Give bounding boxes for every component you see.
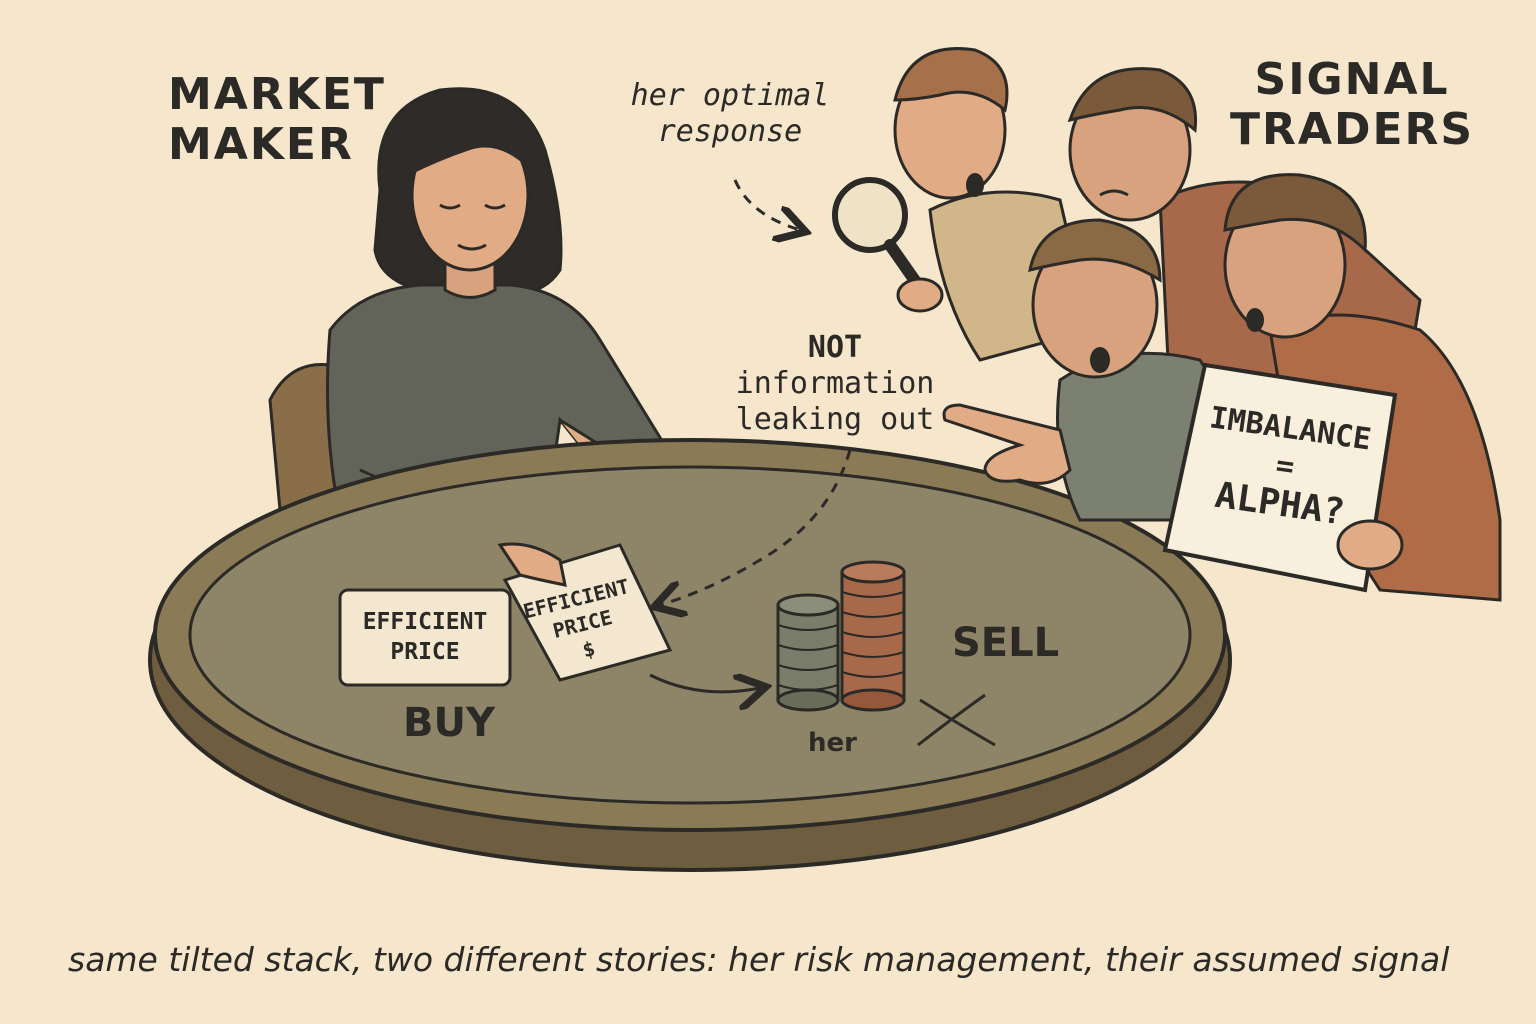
signal-traders-line2: TRADERS bbox=[1230, 104, 1475, 155]
cross-mark-icon bbox=[917, 693, 996, 747]
grey-chip-stack bbox=[776, 593, 840, 712]
optimal-line1: her optimal bbox=[630, 78, 830, 113]
round-table bbox=[148, 438, 1232, 872]
her-label: her bbox=[808, 728, 857, 758]
buy-label: BUY bbox=[403, 700, 495, 746]
magnifying-glass-icon bbox=[832, 177, 944, 313]
caption: same tilted stack, two different stories… bbox=[68, 940, 1450, 979]
optimal-response-note: her optimal response bbox=[615, 78, 845, 150]
market-maker-line2: MAKER bbox=[168, 119, 354, 170]
signal-traders-heading: SIGNAL TRADERS bbox=[1230, 55, 1474, 155]
flat-card-text: EFFICIENT PRICE bbox=[345, 607, 505, 667]
optimal-line2: response bbox=[657, 114, 803, 149]
signal-traders-line1: SIGNAL bbox=[1254, 54, 1450, 105]
not-info-line3: leaking out bbox=[735, 402, 935, 437]
flat-price-card bbox=[338, 588, 512, 687]
not-information-note: NOT information leaking out bbox=[715, 330, 955, 438]
not-info-line1: NOT bbox=[807, 330, 863, 365]
flat-card-line1: EFFICIENT bbox=[362, 609, 488, 635]
optimal-response-dashed-arrow-icon bbox=[733, 179, 800, 230]
market-maker-heading: MARKET MAKER bbox=[168, 70, 386, 170]
sell-label: SELL bbox=[952, 620, 1060, 666]
card-to-chips-arrow-icon bbox=[649, 675, 760, 692]
pointing-hand-icon bbox=[942, 403, 1072, 485]
not-info-line2: information bbox=[735, 366, 935, 401]
imbalance-sign bbox=[1162, 362, 1404, 593]
market-maker-line1: MARKET bbox=[168, 69, 386, 120]
copper-chip-stack bbox=[840, 560, 906, 712]
hand-holding-sign bbox=[1336, 519, 1404, 571]
flat-card-line2: PRICE bbox=[390, 639, 460, 665]
leak-dashed-arrow-icon bbox=[660, 449, 852, 605]
hand-on-card bbox=[497, 542, 567, 587]
